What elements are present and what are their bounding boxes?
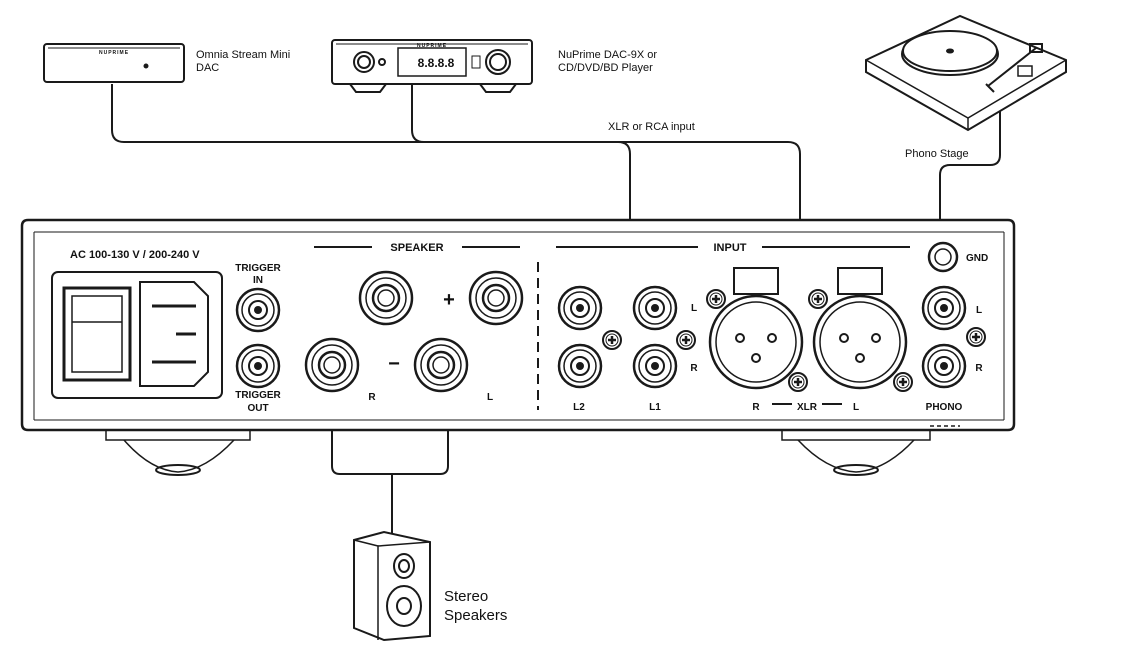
trigger-in-label-2: IN bbox=[253, 275, 263, 286]
dac9x-display: 8.8.8.8 bbox=[418, 56, 455, 70]
speakers-label-1: Stereo bbox=[444, 588, 488, 605]
omnia-brand: NUPRIME bbox=[99, 50, 129, 56]
chassis-screw bbox=[893, 372, 913, 392]
dac-9x-player bbox=[331, 39, 533, 93]
speaker-post-r-minus[interactable] bbox=[304, 337, 360, 393]
cable-speakers bbox=[331, 372, 449, 475]
omnia-stream-mini-dac bbox=[43, 43, 185, 83]
speaker-l-label: L bbox=[487, 392, 493, 403]
stereo-speaker bbox=[353, 530, 431, 642]
rca-l-label: L bbox=[691, 303, 697, 314]
chassis-screw bbox=[706, 289, 726, 309]
omnia-label-1: Omnia Stream Mini bbox=[196, 49, 290, 61]
xlr-r-label: R bbox=[752, 402, 760, 413]
l1-label: L1 bbox=[649, 402, 661, 413]
rca-l2-right-jack[interactable] bbox=[557, 343, 603, 389]
trigger-in-label-1: TRIGGER bbox=[235, 263, 281, 274]
xlr-label: XLR bbox=[797, 402, 818, 413]
dac9x-brand: NUPRIME bbox=[417, 43, 447, 49]
phono-left-jack[interactable] bbox=[921, 285, 967, 331]
cable-omnia-to-l1 bbox=[111, 84, 631, 278]
rca-r-label: R bbox=[690, 363, 698, 374]
xlr-l-label: L bbox=[853, 402, 859, 413]
chassis-screw bbox=[676, 330, 696, 350]
ground-post[interactable] bbox=[927, 241, 959, 273]
l2-label: L2 bbox=[573, 402, 585, 413]
gnd-label: GND bbox=[966, 253, 988, 264]
chassis-screw bbox=[788, 372, 808, 392]
trigger-in-jack[interactable] bbox=[235, 287, 281, 333]
trigger-out-label-1: TRIGGER bbox=[235, 390, 281, 401]
speaker-r-label: R bbox=[368, 392, 376, 403]
speaker-post-r-plus[interactable] bbox=[358, 270, 414, 326]
rca-l2-left-jack[interactable] bbox=[557, 285, 603, 331]
speaker-section-label: SPEAKER bbox=[390, 242, 443, 254]
input-section-label: INPUT bbox=[714, 242, 747, 254]
speaker-post-l-plus[interactable] bbox=[468, 270, 524, 326]
phono-right-jack[interactable] bbox=[921, 343, 967, 389]
xlr-input-left[interactable] bbox=[812, 267, 908, 390]
phono-r-label: R bbox=[975, 363, 983, 374]
chassis-screw bbox=[602, 330, 622, 350]
rca-l1-right-jack[interactable] bbox=[632, 343, 678, 389]
phono-stage-label: Phono Stage bbox=[905, 148, 969, 160]
phono-label: PHONO bbox=[926, 402, 963, 413]
dac9x-label-2: CD/DVD/BD Player bbox=[558, 62, 653, 74]
rca-l1-left-jack[interactable] bbox=[632, 285, 678, 331]
speaker-plus: + bbox=[443, 289, 455, 311]
xlr-input-right[interactable] bbox=[708, 267, 804, 390]
cable-label: XLR or RCA input bbox=[608, 121, 695, 133]
trigger-out-label-2: OUT bbox=[247, 403, 268, 414]
chassis-screw bbox=[966, 327, 986, 347]
power-inlet-panel bbox=[51, 271, 223, 399]
speakers-label-2: Speakers bbox=[444, 607, 507, 624]
turntable bbox=[865, 14, 1067, 132]
power-label: AC 100-130 V / 200-240 V bbox=[70, 249, 200, 261]
speaker-minus: − bbox=[388, 353, 400, 375]
cable-turntable-to-phono bbox=[939, 104, 1001, 290]
trigger-out-jack[interactable] bbox=[235, 343, 281, 389]
omnia-label-2: DAC bbox=[196, 62, 219, 74]
cable-dac9x-to-xlr bbox=[411, 84, 801, 278]
speaker-post-l-minus[interactable] bbox=[413, 337, 469, 393]
phono-l-label: L bbox=[976, 305, 982, 316]
dac9x-label-1: NuPrime DAC-9X or bbox=[558, 49, 657, 61]
chassis-screw bbox=[808, 289, 828, 309]
